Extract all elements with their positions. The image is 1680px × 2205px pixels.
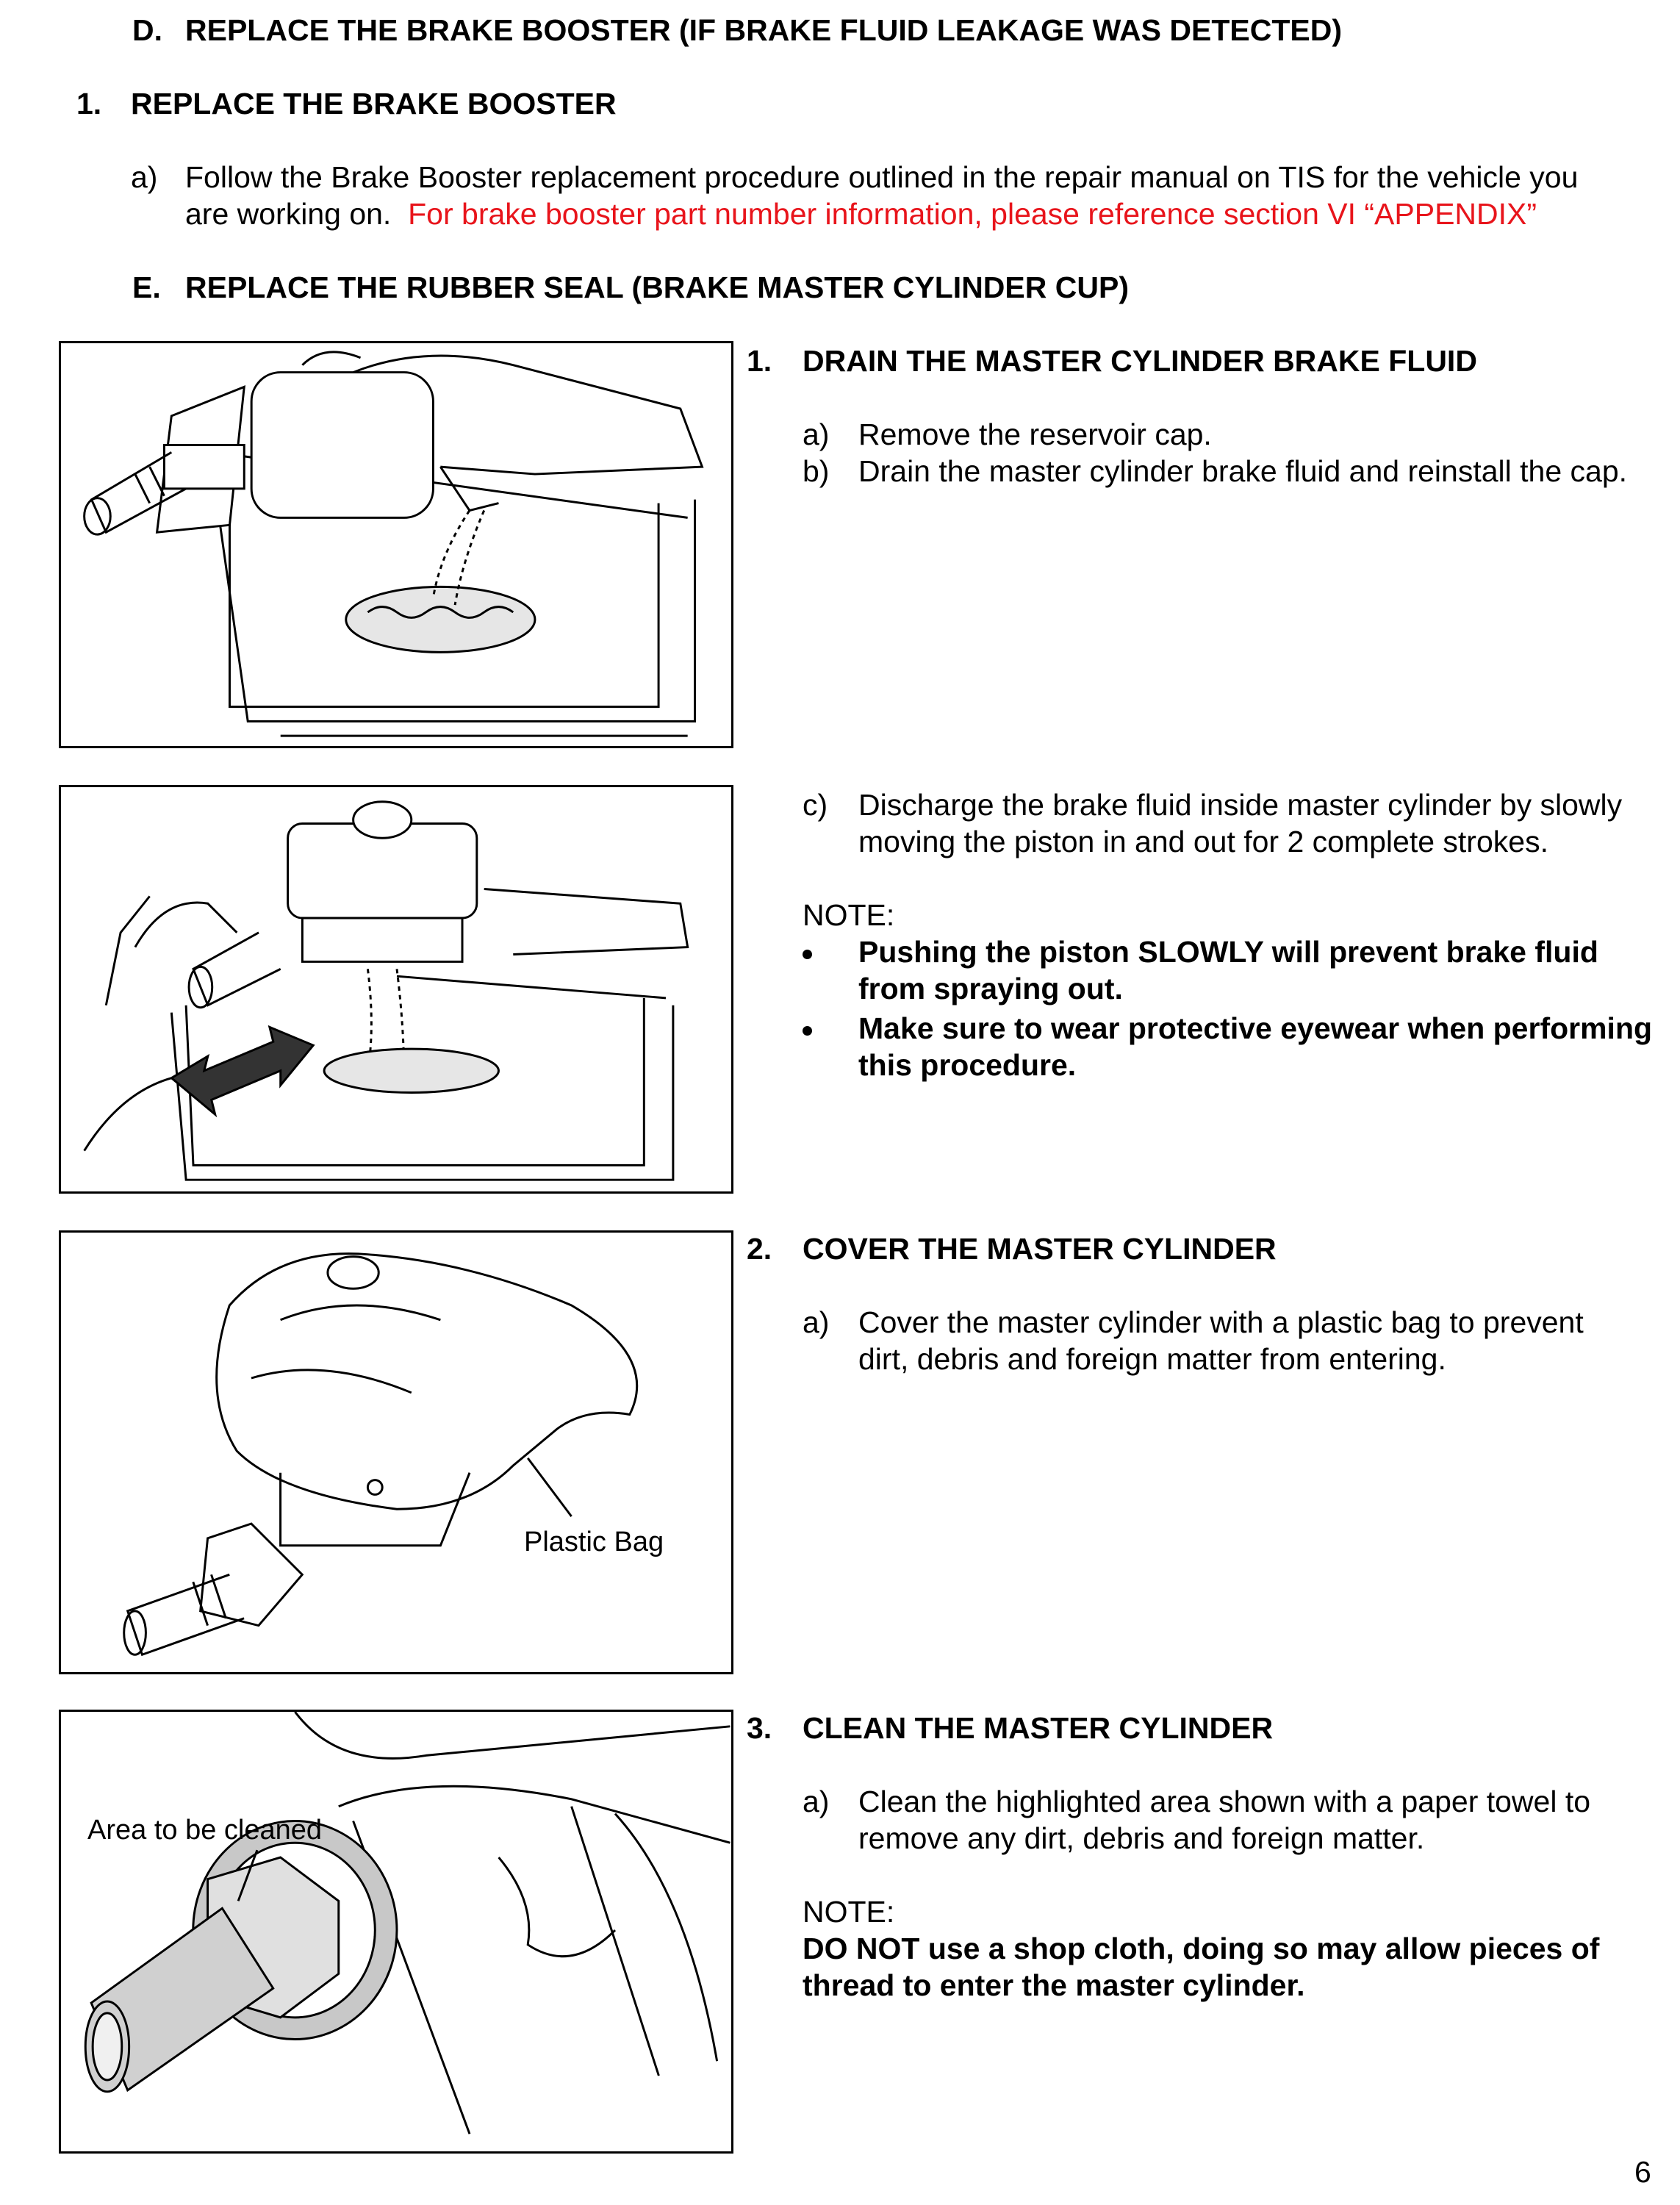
step3-note-label: NOTE:: [803, 1895, 895, 1929]
step1-a-label: a): [803, 417, 830, 451]
d1a-line1: Follow the Brake Booster replacement pro…: [185, 160, 1579, 194]
step2-number: 2.: [747, 1232, 772, 1266]
figure-drain-fluid: [59, 341, 733, 748]
section-d-title: REPLACE THE BRAKE BOOSTER (IF BRAKE FLUI…: [185, 13, 1342, 47]
d1a-label: a): [131, 160, 158, 194]
step3-a-label: a): [803, 1785, 830, 1818]
section-e-letter: E.: [132, 270, 161, 304]
step2-a-label: a): [803, 1305, 830, 1339]
step2-a-line2: dirt, debris and foreign matter from ent…: [858, 1342, 1446, 1376]
section-e-title: REPLACE THE RUBBER SEAL (BRAKE MASTER CY…: [185, 270, 1129, 304]
step3-a-line1: Clean the highlighted area shown with a …: [858, 1785, 1591, 1818]
step1-c-line2: moving the piston in and out for 2 compl…: [858, 825, 1548, 858]
step1-note-label: NOTE:: [803, 898, 895, 932]
plastic-bag-callout: Plastic Bag: [524, 1527, 664, 1557]
drain-fluid-illustration: [83, 351, 704, 737]
step1-title: DRAIN THE MASTER CYLINDER BRAKE FLUID: [803, 344, 1477, 378]
step1-note1-line1: Pushing the piston SLOWLY will prevent b…: [858, 935, 1598, 969]
bullet-icon: [803, 950, 812, 959]
step1-a-text: Remove the reservoir cap.: [858, 417, 1212, 451]
step3-note-line1: DO NOT use a shop cloth, doing so may al…: [803, 1932, 1600, 1965]
step1-c-label: c): [803, 788, 828, 822]
d1a-line2: are working on. For brake booster part n…: [185, 196, 1537, 232]
figure-stroke-piston: [59, 785, 733, 1194]
d1-title: REPLACE THE BRAKE BOOSTER: [131, 87, 617, 121]
plastic-bag-illustration: [123, 1252, 639, 1657]
section-d-letter: D.: [132, 13, 162, 47]
step1-number: 1.: [747, 344, 772, 378]
d1a-line2-text: are working on.: [185, 197, 392, 231]
step1-c-line1: Discharge the brake fluid inside master …: [858, 788, 1623, 822]
stroke-piston-illustration: [83, 800, 689, 1181]
step1-note1-line2: from spraying out.: [858, 972, 1123, 1005]
step1-note2-line2: this procedure.: [858, 1048, 1077, 1082]
step3-a-line2: remove any dirt, debris and foreign matt…: [858, 1821, 1425, 1855]
area-to-be-cleaned-callout: Area to be cleaned: [87, 1815, 323, 1846]
step3-number: 3.: [747, 1711, 772, 1745]
area-to-clean-illustration: [84, 1712, 730, 2134]
step3-note-line2: thread to enter the master cylinder.: [803, 1968, 1305, 2002]
step2-a-line1: Cover the master cylinder with a plastic…: [858, 1305, 1584, 1339]
bullet-icon: [803, 1026, 812, 1036]
step2-title: COVER THE MASTER CYLINDER: [803, 1232, 1277, 1266]
step1-note2-line1: Make sure to wear protective eyewear whe…: [858, 1011, 1653, 1045]
step1-b-text: Drain the master cylinder brake fluid an…: [858, 454, 1628, 488]
appendix-reference: For brake booster part number informatio…: [408, 197, 1537, 231]
step1-b-label: b): [803, 454, 830, 488]
step3-title: CLEAN THE MASTER CYLINDER: [803, 1711, 1274, 1745]
figure-area-to-clean: Area to be cleaned: [59, 1710, 733, 2154]
figure-plastic-bag: Plastic Bag: [59, 1230, 733, 1674]
d1-number: 1.: [76, 87, 102, 121]
page-number: 6: [1634, 2155, 1651, 2189]
